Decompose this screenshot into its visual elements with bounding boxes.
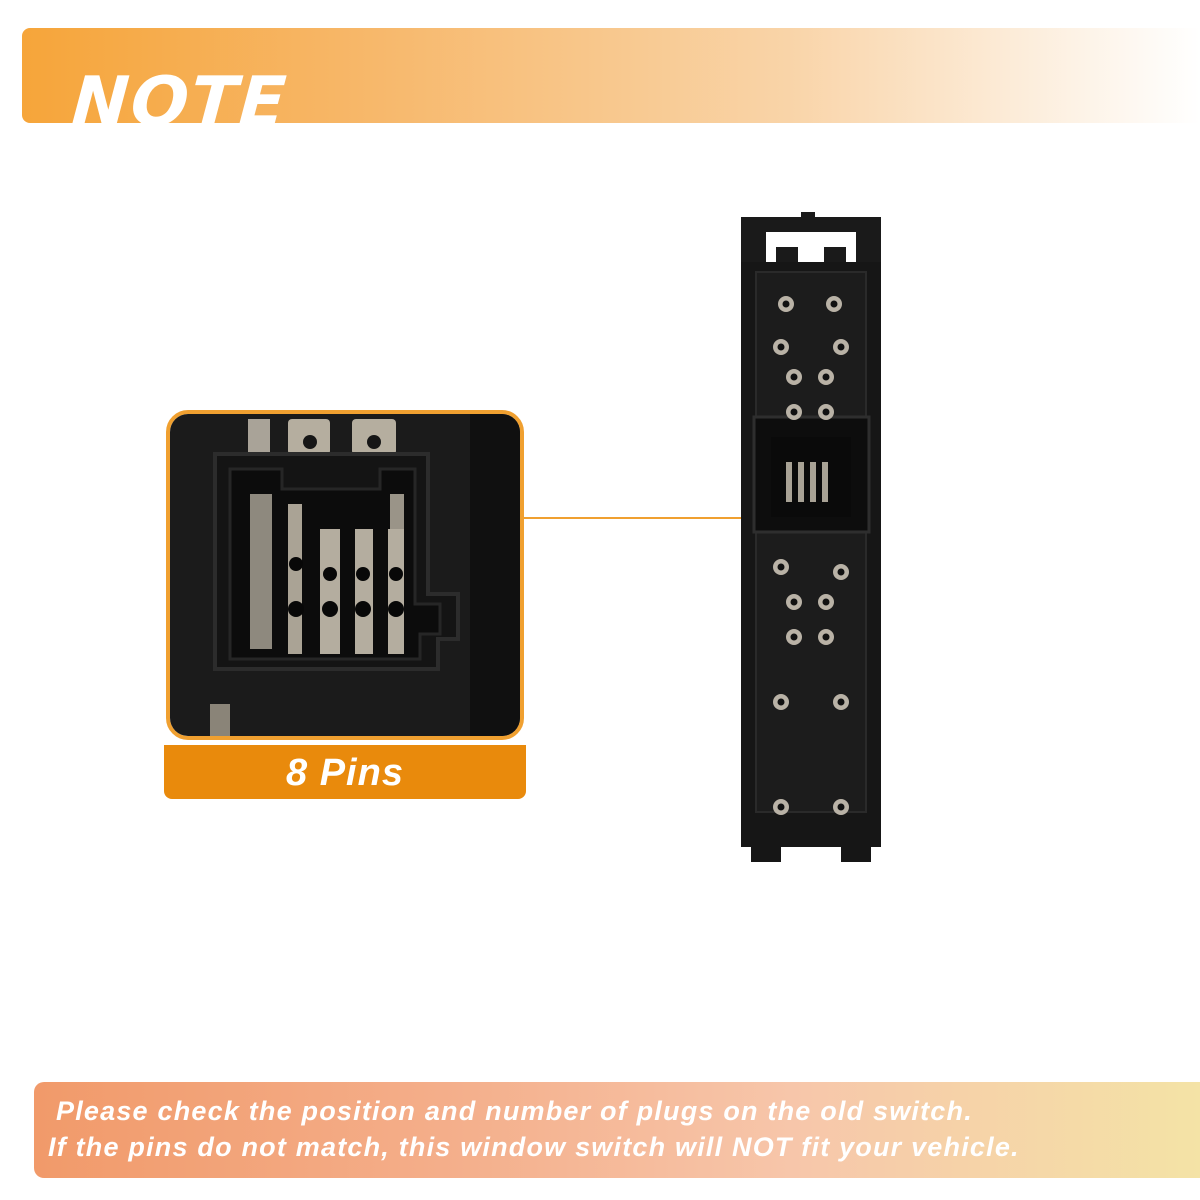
footer-line-1: Please check the position and number of … <box>56 1096 973 1126</box>
contact-hole-center <box>837 568 845 576</box>
contact-hole-center <box>837 698 845 706</box>
note-banner: NOTE <box>22 28 1200 142</box>
callout-line <box>524 517 804 519</box>
contact-hole-center <box>790 598 798 606</box>
contact-hole-center <box>837 343 845 351</box>
contact-hole-center <box>777 803 785 811</box>
note-title: NOTE <box>69 63 291 142</box>
contact-hole-center <box>830 300 838 308</box>
contact-hole-center <box>822 408 830 416</box>
footer-warning-banner: Please check the position and number of … <box>34 1082 1200 1178</box>
contact-hole-center <box>777 343 785 351</box>
footer-line-2: If the pins do not match, this window sw… <box>48 1132 1020 1162</box>
contact-hole-center <box>822 633 830 641</box>
window-switch-back-image <box>741 212 881 862</box>
contact-hole-center <box>782 300 790 308</box>
pins-count-label: 8 Pins <box>164 745 526 799</box>
contact-hole-center <box>777 698 785 706</box>
contact-hole-center <box>822 598 830 606</box>
contact-hole-center <box>822 373 830 381</box>
connector-closeup-image <box>166 410 524 740</box>
contact-hole-center <box>790 408 798 416</box>
contact-hole-center <box>837 803 845 811</box>
contact-hole-center <box>790 373 798 381</box>
contact-hole-center <box>790 633 798 641</box>
contact-hole-center <box>777 563 785 571</box>
